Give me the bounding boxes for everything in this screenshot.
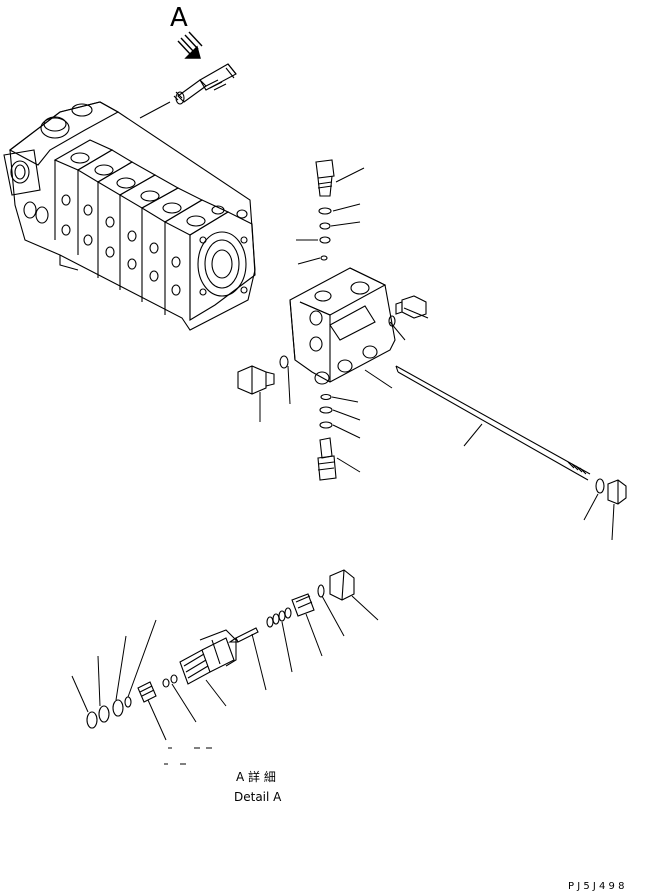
view-label: A bbox=[170, 3, 188, 33]
check-valve-top bbox=[316, 160, 334, 260]
drawing-number: P J 5 J 4 9 8 bbox=[568, 881, 624, 892]
leader-lines-right bbox=[260, 168, 614, 540]
leader-lines-detail bbox=[72, 596, 378, 740]
check-valve-bottom bbox=[318, 395, 336, 481]
view-direction-arrow bbox=[178, 32, 202, 58]
detail-caption-english: Detail A bbox=[234, 790, 282, 804]
relief-valve-leader bbox=[140, 102, 170, 118]
detail-caption-japanese: A 詳 細 bbox=[236, 769, 276, 784]
caption-marks bbox=[164, 748, 212, 764]
main-relief-valve bbox=[174, 64, 236, 104]
plug-right bbox=[389, 296, 426, 326]
tie-bolt bbox=[396, 366, 626, 504]
control-valve-assembly bbox=[4, 102, 255, 330]
detail-a-relief-valve bbox=[87, 570, 354, 728]
plug-left bbox=[238, 356, 288, 394]
section-valve-body bbox=[290, 268, 395, 384]
